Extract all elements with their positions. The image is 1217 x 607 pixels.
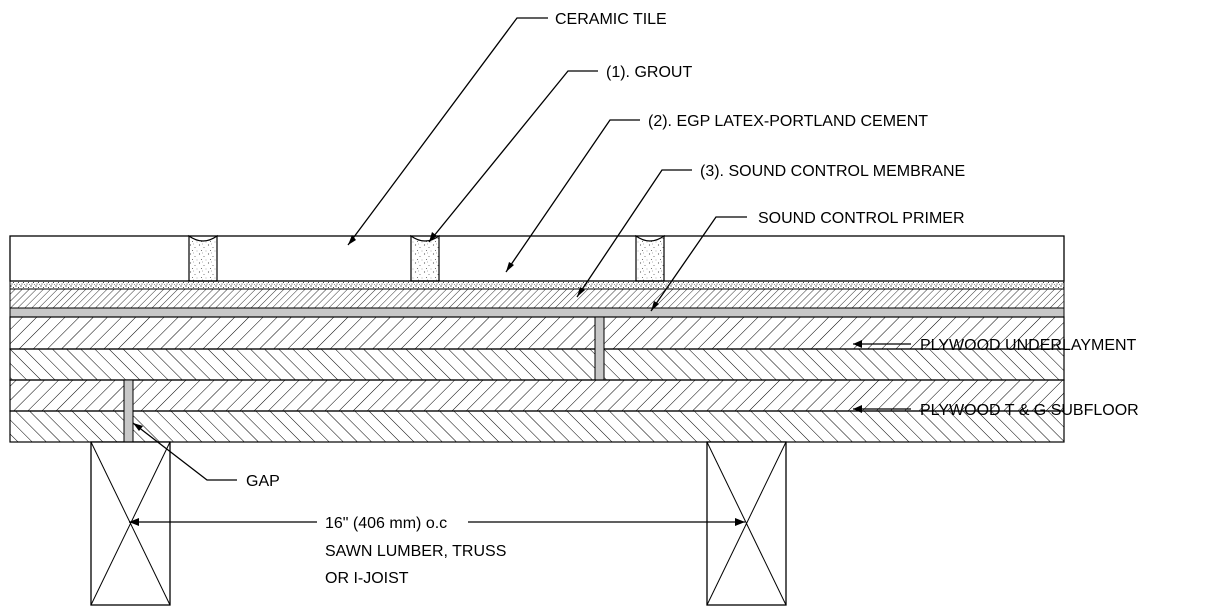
subfloor-gap — [123, 379, 134, 443]
sound-control-primer-layer — [9, 307, 1065, 318]
label-plywood-underlayment: PLYWOOD UNDERLAYMENT — [920, 337, 1137, 354]
leader-primer — [650, 216, 747, 312]
leader-gap — [132, 422, 237, 481]
leader-underlayment — [853, 340, 911, 348]
label-joist-type-line2: OR I-JOIST — [325, 570, 409, 587]
ceramic-tile-layer — [9, 235, 1065, 282]
label-sound-control-primer: SOUND CONTROL PRIMER — [758, 210, 965, 227]
joist-left — [90, 441, 171, 606]
sound-control-membrane-layer — [9, 288, 1065, 309]
leader-ceramic-tile — [347, 17, 548, 246]
grout-joint — [188, 234, 218, 282]
label-joist-type-line1: SAWN LUMBER, TRUSS — [325, 543, 506, 560]
latex-cement-layer — [9, 280, 1065, 290]
grout-joint — [410, 234, 440, 282]
underlayment-ply-bottom — [9, 348, 1065, 381]
dimension-line-joist-spacing — [129, 518, 745, 526]
label-joist-spacing: 16" (406 mm) o.c — [325, 515, 447, 532]
ceramic-tile — [9, 235, 1065, 282]
plywood-subfloor — [9, 379, 1065, 443]
subfloor-ply-top — [9, 379, 1065, 412]
label-gap: GAP — [246, 473, 280, 490]
label-grout: (1). GROUT — [606, 64, 692, 81]
grout-joint — [635, 234, 665, 282]
label-sound-control-membrane: (3). SOUND CONTROL MEMBRANE — [700, 163, 965, 180]
joist-right — [706, 441, 787, 606]
underlayment-gap — [594, 316, 605, 381]
leader-latex-cement — [505, 119, 640, 273]
label-ceramic-tile: CERAMIC TILE — [555, 11, 667, 28]
leader-grout — [428, 70, 598, 243]
label-latex-cement: (2). EGP LATEX-PORTLAND CEMENT — [648, 113, 928, 130]
leader-membrane — [576, 169, 692, 298]
subfloor-ply-bottom — [9, 410, 1065, 443]
plywood-underlayment — [9, 316, 1065, 381]
leader-subfloor — [853, 405, 911, 413]
label-plywood-subfloor: PLYWOOD T & G SUBFLOOR — [920, 402, 1139, 419]
grout-joints — [188, 234, 665, 282]
